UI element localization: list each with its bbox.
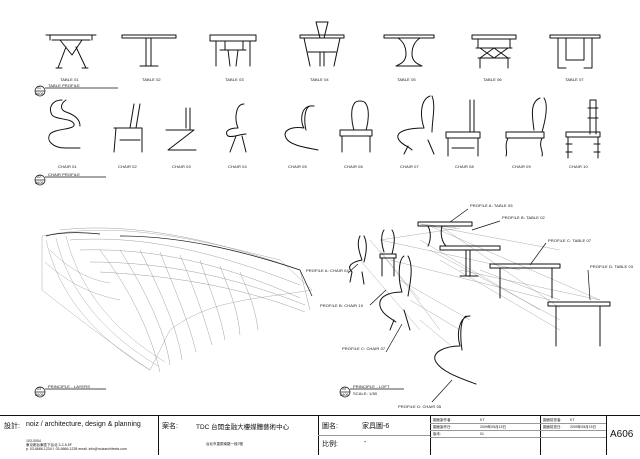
design-label: 設計: <box>4 423 20 430</box>
chair-10-drawing <box>565 99 601 159</box>
chair-05-drawing <box>284 105 319 151</box>
section-02-num: 02 <box>37 175 42 179</box>
section-04-scale: SCALE: 1/50 <box>353 391 378 396</box>
firm-contact: p. 03-6666-1234 f. 03-6666-1235 email. i… <box>26 447 127 451</box>
drawn-by-label: 圖面製作者: <box>433 418 452 422</box>
chair-label-1: CHAIR 01 <box>58 164 77 169</box>
sheet-number: A606 <box>610 429 634 440</box>
checked-by-value: KT <box>570 418 575 422</box>
loft-label-a-table: PROFILE A: TABLE 05 <box>470 203 513 208</box>
table-03-drawing <box>209 34 257 67</box>
scale-value: - <box>364 439 367 446</box>
section-02-title: CHAIR PROFILE <box>48 172 80 177</box>
checked-by-label: 圖面檢查者: <box>543 418 562 422</box>
chair-label-3: CHAIR 03 <box>172 164 191 169</box>
table-05-drawing <box>383 34 435 67</box>
section-04-title: PRINCIPLE - LOFT <box>353 384 390 389</box>
table-label-4: TABLE 04 <box>310 77 329 82</box>
project-label: 案名: <box>162 423 178 430</box>
project-sub: 台北市重慶南路一段2號 <box>206 442 243 446</box>
chair-label-5: CHAIR 05 <box>288 164 307 169</box>
loft-label-c-table: PROFILE C: TABLE 07 <box>548 238 592 243</box>
table-label-5: TABLE 05 <box>397 77 416 82</box>
chair-label-8: CHAIR 08 <box>455 164 474 169</box>
loft-label-c-chair: PROFILE C: CHAIR 07 <box>342 346 386 351</box>
section-02-code: A606 <box>35 181 44 185</box>
chair-label-7: CHAIR 07 <box>400 164 419 169</box>
table-label-6: TABLE 06 <box>483 77 502 82</box>
table-label-1: TABLE 01 <box>60 77 79 82</box>
section-04-code: A606 <box>340 393 349 397</box>
rev-value: 01 <box>480 432 484 436</box>
table-02-drawing <box>121 34 177 67</box>
project-name: TDC 台開金融大樓媒體藝術中心 <box>196 424 290 431</box>
drawn-by-value: KT <box>480 418 485 422</box>
layers-bench-drawing <box>41 227 313 373</box>
firm-address-1: 103-0004 <box>26 439 41 443</box>
chair-03-drawing <box>165 107 197 151</box>
table-01-drawing <box>45 34 97 69</box>
title-block: 設計: noiz / architecture, design & planni… <box>0 415 640 455</box>
scale-label: 比例: <box>322 441 338 448</box>
loft-label-b-table: PROFILE B: TABLE 02 <box>502 215 545 220</box>
check-date-value: 2009年05月15日 <box>570 425 597 429</box>
section-03-code: A606 <box>35 393 44 397</box>
loft-label-d-chair: PROFILE D: CHAIR 05 <box>398 404 442 409</box>
chair-09-drawing <box>505 97 547 157</box>
table-label-7: TABLE 07 <box>565 77 584 82</box>
table-label-3: TABLE 03 <box>225 77 244 82</box>
section-markers <box>34 85 404 398</box>
section-01-code: A606 <box>35 92 44 96</box>
firm-address-2: 東京都台東區下谷北 3-2-5-5F <box>26 443 72 447</box>
firm-name: noiz / architecture, design & planning <box>26 421 141 428</box>
date-value: 2009年05月15日 <box>480 425 507 429</box>
chair-01-drawing <box>48 99 81 149</box>
table-06-drawing <box>471 34 517 69</box>
drawing-label: 圖名: <box>322 423 338 430</box>
loft-label-d-table: PROFILE D: TABLE 03 <box>590 264 634 269</box>
date-label: 圖面製作日: <box>433 425 452 429</box>
section-01-title: TABLE PROFILE <box>48 83 80 88</box>
chair-label-2: CHAIR 02 <box>118 164 137 169</box>
section-04-num: 04 <box>342 387 347 391</box>
chair-label-10: CHAIR 10 <box>569 164 588 169</box>
loft-drawing <box>349 221 611 385</box>
chair-label-4: CHAIR 04 <box>228 164 247 169</box>
loft-leaders <box>347 208 591 403</box>
chair-label-9: CHAIR 09 <box>512 164 531 169</box>
chair-04-drawing <box>225 103 247 153</box>
loft-label-a-chair: PROFILE A: CHAIR 04 <box>306 268 349 273</box>
rev-label: 版本: <box>433 432 441 436</box>
table-07-drawing <box>549 34 601 69</box>
check-date-label: 圖面檢查日: <box>543 425 562 429</box>
table-label-2: TABLE 02 <box>142 77 161 82</box>
chair-07-drawing <box>397 95 435 155</box>
drawing-name: 家具圖-6 <box>362 423 390 430</box>
chair-label-6: CHAIR 06 <box>344 164 363 169</box>
section-03-title: PRINCIPLE - LAYERS <box>48 384 90 389</box>
chair-02-drawing <box>113 103 143 153</box>
chair-08-drawing <box>445 99 481 157</box>
section-03-num: 03 <box>37 387 42 391</box>
loft-label-b-chair: PROFILE B: CHAIR 10 <box>320 303 364 308</box>
section-01-num: 01 <box>37 86 42 90</box>
chair-06-drawing <box>339 100 373 153</box>
table-04-drawing <box>299 21 345 67</box>
